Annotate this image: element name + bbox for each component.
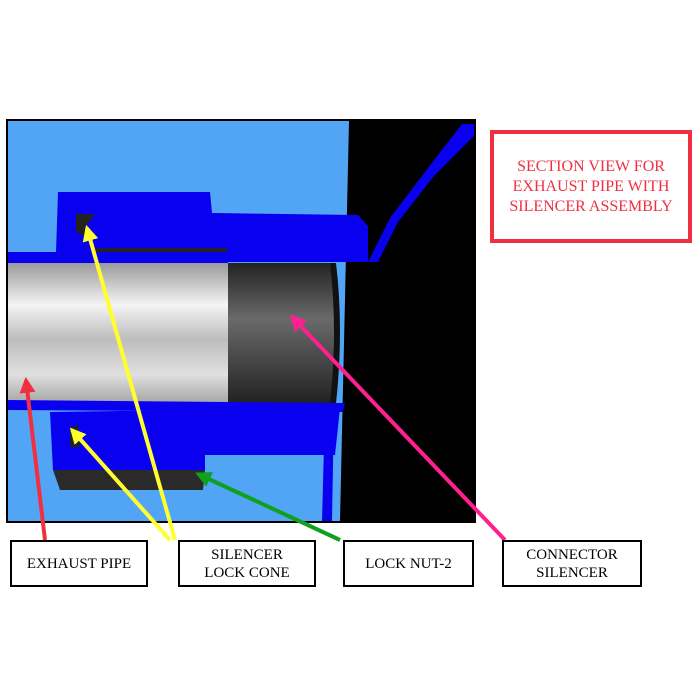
pipe-wall-bottom xyxy=(8,400,345,412)
title-line-1: SECTION VIEW FOR xyxy=(517,157,665,175)
exhaust-pipe-arrow xyxy=(19,376,47,541)
label-connector-silencer: CONNECTOR SILENCER xyxy=(502,540,642,587)
label-text: EXHAUST PIPE xyxy=(26,555,132,572)
diagram-title: SECTION VIEW FOR EXHAUST PIPE WITH SILEN… xyxy=(490,130,692,243)
label-text: LOCK NUT-2 xyxy=(365,555,452,572)
lock-cone-arrow-lower xyxy=(69,427,172,542)
pipe-wall-top xyxy=(8,252,228,263)
title-line-3: SILENCER ASSEMBLY xyxy=(509,197,673,215)
silencer-shell xyxy=(368,124,474,262)
lower-lock-nut xyxy=(50,408,340,470)
label-text: CONNECTOR xyxy=(526,546,618,563)
lock-nut-arrow xyxy=(195,472,341,542)
connector-silencer xyxy=(228,263,336,403)
label-exhaust-pipe: EXHAUST PIPE xyxy=(10,540,148,587)
drawing-frame xyxy=(6,119,476,523)
connector-arrow xyxy=(289,314,507,542)
label-lock-nut: LOCK NUT-2 xyxy=(343,540,474,587)
lock-cone-arrow-upper xyxy=(82,224,177,541)
label-text: LOCK CONE xyxy=(204,564,290,581)
label-silencer-lock-cone: SILENCER LOCK CONE xyxy=(178,540,316,587)
label-text: SILENCER xyxy=(211,546,283,563)
upper-lock-nut xyxy=(56,192,368,262)
lock-nut-bottom xyxy=(53,470,205,490)
label-text: SILENCER xyxy=(536,564,608,581)
title-line-2: EXHAUST PIPE WITH xyxy=(512,177,670,195)
